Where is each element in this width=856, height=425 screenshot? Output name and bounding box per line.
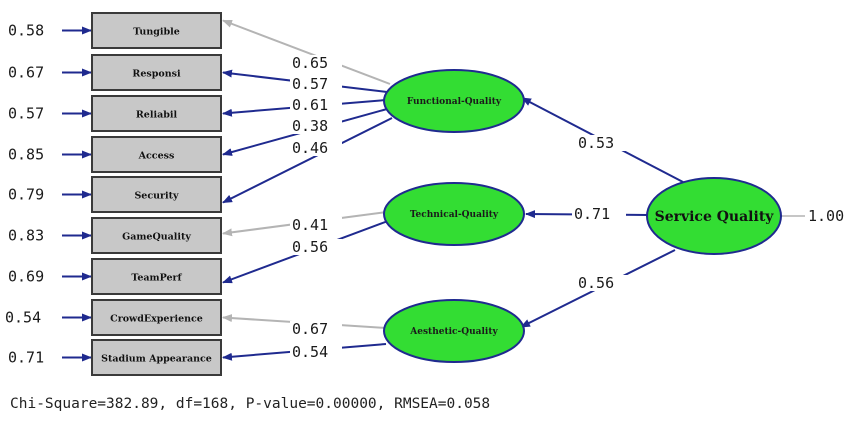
loading-label-bg <box>290 118 342 134</box>
loading-label-bg <box>290 217 342 233</box>
observed-box-crowdexperience <box>91 299 222 336</box>
loading-label-bg <box>290 97 342 113</box>
observed-label-teamperf: TeamPerf <box>131 273 182 284</box>
loading-arrow-tangible <box>222 19 391 85</box>
error-variance-tangible: 0.58 <box>8 22 44 40</box>
loading-label-bg <box>290 321 342 337</box>
structural-value-aesthetic: 0.56 <box>578 274 614 292</box>
latent-label-functional-quality: Functional-Quality <box>407 97 502 107</box>
loading-label-bg <box>290 140 342 156</box>
error-variance-reliabil: 0.57 <box>8 105 44 123</box>
error-variance-stadiumappearance: 0.71 <box>8 349 44 367</box>
structural-label-bg <box>572 206 626 222</box>
error-variance-teamperf: 0.69 <box>8 268 44 286</box>
loading-value-tangible: 0.65 <box>292 54 328 72</box>
observed-label-tangible: Tungible <box>133 27 180 38</box>
structural-label-bg <box>576 135 630 151</box>
error-variance-gamequality: 0.83 <box>8 227 44 245</box>
observed-box-reliabil <box>91 95 222 132</box>
loading-value-teamperf: 0.56 <box>292 238 328 256</box>
service-quality-variance: 1.00 <box>808 207 844 225</box>
error-variance-access: 0.85 <box>8 146 44 164</box>
loading-value-crowdexperience: 0.67 <box>292 320 328 338</box>
loading-value-access: 0.38 <box>292 117 328 135</box>
observed-label-crowdexperience: CrowdExperience <box>110 314 203 325</box>
observed-label-security: Security <box>134 191 179 202</box>
loading-arrow-security <box>222 117 393 204</box>
loading-value-security: 0.46 <box>292 139 328 157</box>
loading-value-responsi: 0.57 <box>292 75 328 93</box>
latent-service-quality <box>646 177 782 255</box>
fit-statistics: Chi-Square=382.89, df=168, P-value=0.000… <box>10 396 491 412</box>
loading-label-bg <box>290 344 342 360</box>
structural-label-bg <box>576 275 630 291</box>
loading-label-bg <box>290 55 342 71</box>
observed-label-responsi: Responsi <box>132 69 181 80</box>
structural-value-technical: 0.71 <box>574 205 610 223</box>
latent-label-technical-quality: Technical-Quality <box>410 210 499 220</box>
error-variance-responsi: 0.67 <box>8 64 44 82</box>
latent-aesthetic-quality <box>383 299 525 363</box>
loading-label-bg <box>290 239 342 255</box>
observed-label-gamequality: GameQuality <box>122 232 191 243</box>
observed-box-access <box>91 136 222 173</box>
observed-box-responsi <box>91 54 222 91</box>
observed-label-stadiumappearance: Stadium Appearance <box>101 354 212 365</box>
observed-box-teamperf <box>91 258 222 295</box>
observed-box-stadiumappearance <box>91 339 222 376</box>
observed-label-access: Access <box>138 151 175 162</box>
observed-box-tangible <box>91 12 222 49</box>
loading-value-reliabil: 0.61 <box>292 96 328 114</box>
observed-label-reliabil: Reliabil <box>136 110 178 121</box>
latent-technical-quality <box>383 182 525 246</box>
error-variance-crowdexperience: 0.54 <box>5 309 41 327</box>
latent-label-aesthetic-quality: Aesthetic-Quality <box>409 327 498 337</box>
observed-box-gamequality <box>91 217 222 254</box>
latent-functional-quality <box>383 69 525 133</box>
loading-label-bg <box>290 76 342 92</box>
loading-value-stadiumappearance: 0.54 <box>292 343 328 361</box>
observed-box-security <box>91 176 222 213</box>
loading-value-gamequality: 0.41 <box>292 216 328 234</box>
latent-label-service-quality: Service Quality <box>655 209 775 225</box>
structural-value-functional: 0.53 <box>578 134 614 152</box>
error-variance-security: 0.79 <box>8 186 44 204</box>
